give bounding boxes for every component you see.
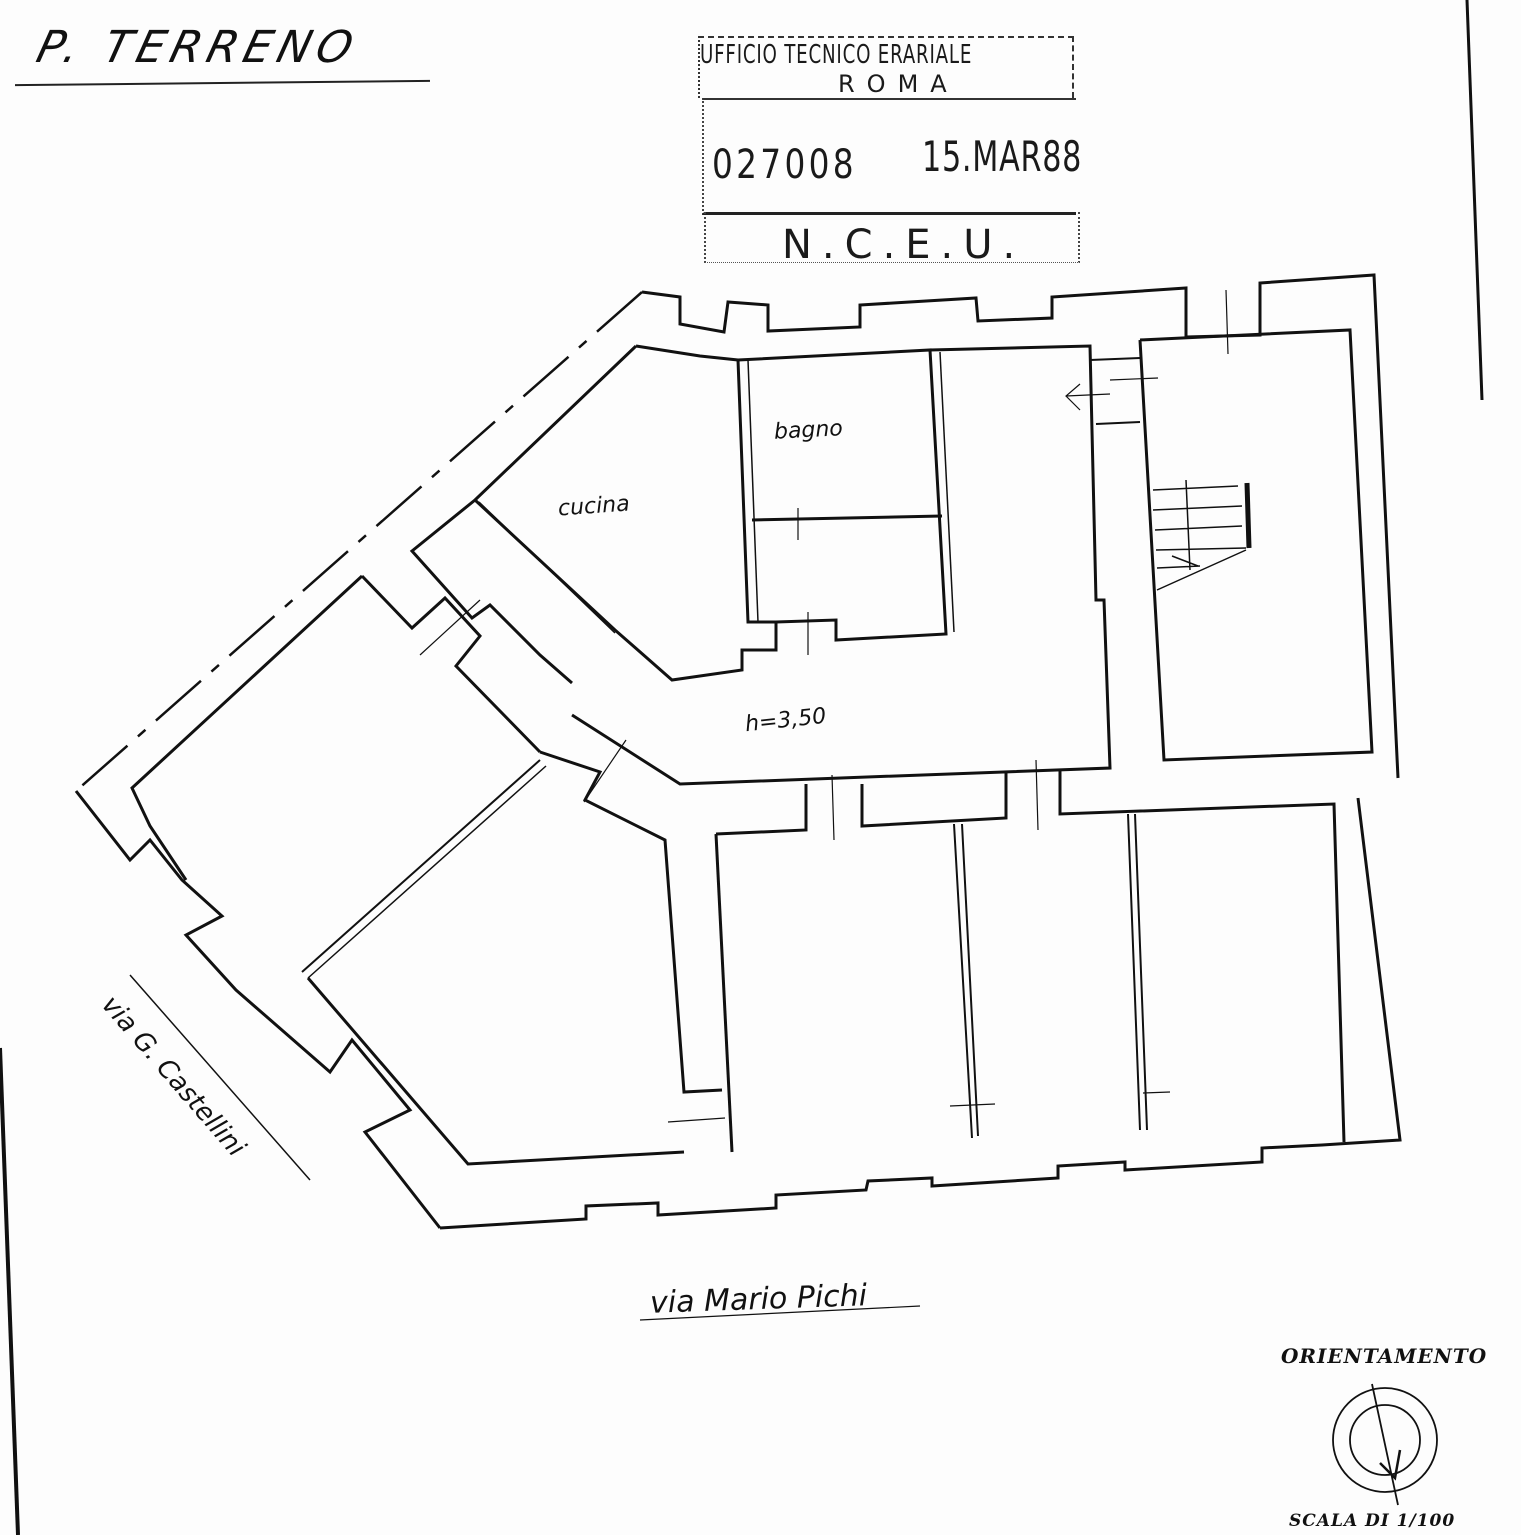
wall-south-room-a-west	[714, 833, 734, 1153]
wall-west-divider	[301, 759, 541, 973]
wall-west-room-1	[130, 574, 364, 881]
street-line-castellini	[129, 974, 311, 1181]
stamp-number-box	[702, 98, 1076, 215]
stamp-city: ROMA	[838, 70, 959, 98]
outer-wall-north	[641, 273, 1400, 779]
entrance-arrow-icon	[1065, 383, 1111, 411]
street-underline-pichi	[639, 1305, 921, 1321]
wall-stairwell	[1138, 328, 1374, 762]
wall-hallway	[571, 344, 1112, 786]
stamp-protocol-number: 027008	[712, 142, 857, 188]
stamp-registry-box	[704, 212, 1080, 263]
stamp-header-box	[698, 36, 1074, 98]
outer-wall-sw	[74, 790, 442, 1229]
wall-south-rooms-north	[715, 770, 1346, 1143]
wall-west-room-2	[539, 750, 723, 1094]
outer-wall-diagonal-nw	[75, 291, 643, 792]
wall-west-room-2-south	[306, 977, 685, 1166]
compass-north-arrow-icon	[1332, 1383, 1438, 1506]
page-edge-right	[1465, 0, 1484, 401]
room-label-bathroom: bagno	[773, 416, 844, 445]
scale-label: SCALA DI 1/100	[1289, 1511, 1456, 1531]
stamp-office: UFFICIO TECNICO ERARIALE	[700, 40, 973, 70]
wall-kitchen	[473, 344, 778, 682]
wall-bathroom-divider	[751, 514, 943, 522]
room-label-kitchen: cucina	[557, 491, 631, 522]
stamp-registry: N.C.E.U.	[782, 222, 1026, 268]
staircase	[1152, 479, 1247, 591]
wall-divider-a-b	[953, 823, 979, 1139]
kitchen-window	[478, 501, 616, 634]
page-edge-left	[0, 1047, 20, 1535]
orientation-label: ORIENTAMENTO	[1281, 1344, 1488, 1368]
stair-handrail	[1244, 482, 1252, 549]
registry-stamp: UFFICIO TECNICO ERARIALE ROMA 027008 15.…	[698, 36, 1081, 276]
wall-divider-b-c	[1127, 813, 1148, 1131]
wall-west-room-1-east	[360, 574, 542, 754]
wall-bathroom-block	[737, 348, 948, 642]
outer-wall-south	[439, 797, 1402, 1230]
stamp-date: 15.MAR88	[922, 132, 1083, 181]
